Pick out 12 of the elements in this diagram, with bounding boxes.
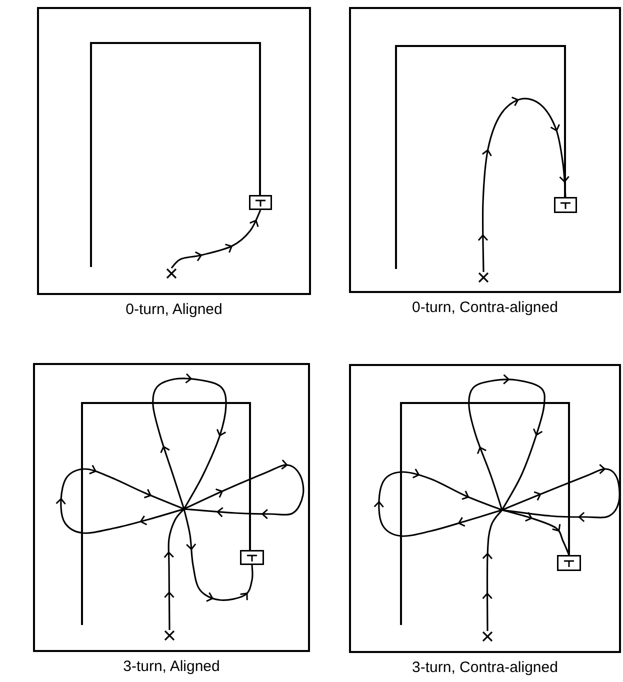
- panel-caption: 0-turn, Aligned: [126, 301, 222, 318]
- target-box: [249, 195, 272, 210]
- start-cross: [478, 272, 489, 283]
- panel-caption: 0-turn, Contra-aligned: [412, 299, 558, 316]
- start-cross: [482, 631, 493, 642]
- start-cross: [164, 630, 175, 641]
- target-box: [554, 197, 577, 213]
- panel-caption: 3-turn, Aligned: [123, 658, 220, 675]
- target-box: [240, 550, 264, 565]
- panel-caption: 3-turn, Contra-aligned: [412, 659, 558, 676]
- start-cross: [166, 268, 177, 279]
- target-box: [557, 555, 581, 571]
